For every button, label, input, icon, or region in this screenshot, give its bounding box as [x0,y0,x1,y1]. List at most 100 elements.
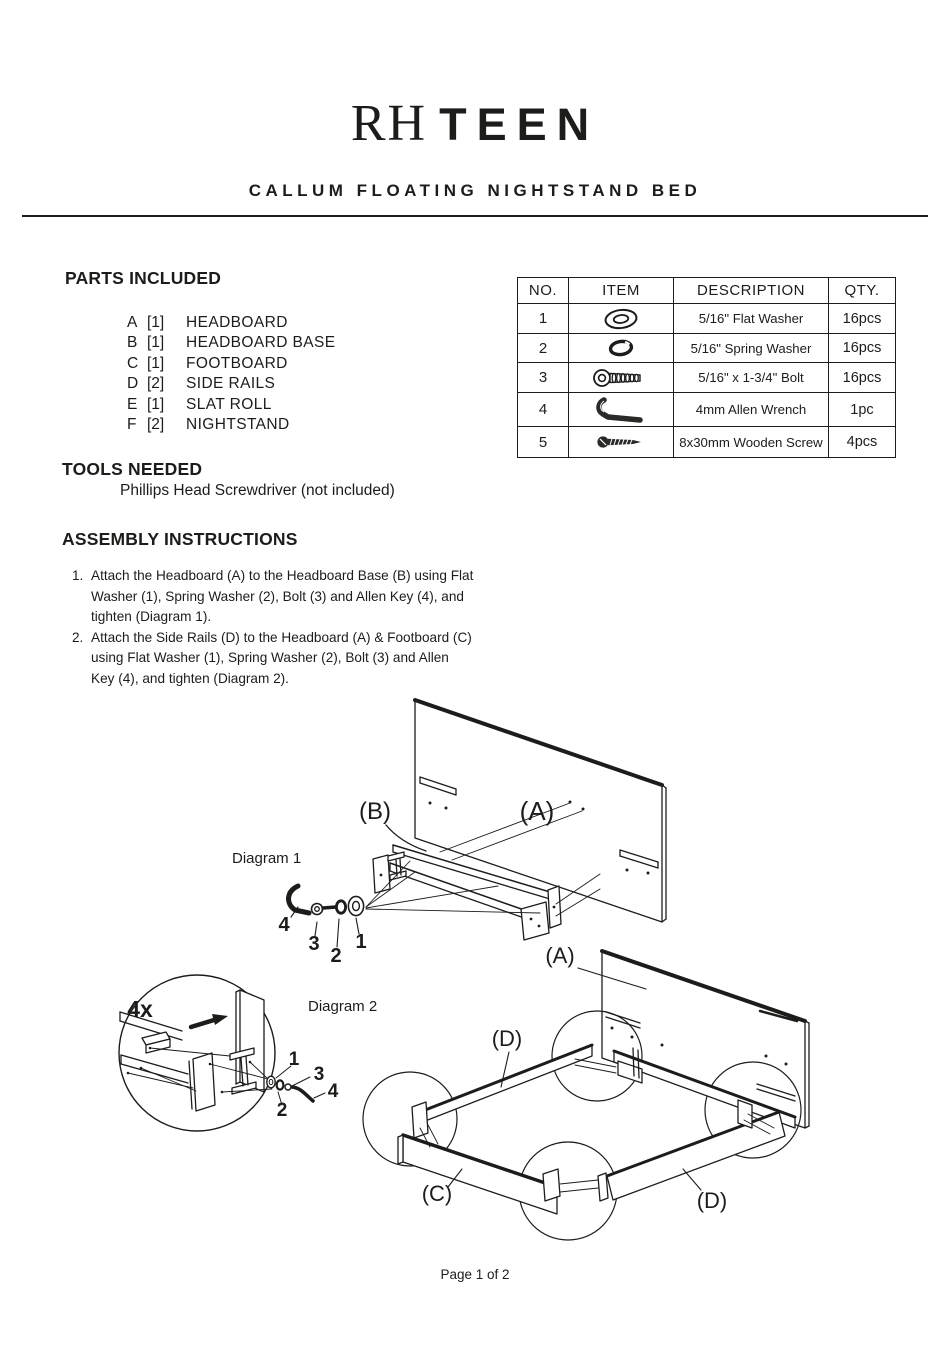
col-header-no: NO. [517,277,569,304]
allen-wrench-icon [596,396,643,423]
col-header-description: DESCRIPTION [673,277,829,304]
spring-washer-icon [275,1079,285,1091]
allen-wrench-icon [290,1085,315,1103]
bolt-icon [593,368,641,387]
diagram-2: (A) (D) (C) (D) 4x Diagram 2 1 3 4 2 [118,943,810,1241]
parts-list-item: D [2] SIDE RAILS [127,374,335,394]
flat-washer-icon [604,308,638,329]
hardware-item-cell [568,333,674,363]
hardware-callout-group [286,860,541,948]
parts-list-item: A [1] HEADBOARD [127,313,335,333]
parts-list-item: C [1] FOOTBOARD [127,354,335,374]
diagram-1-title: Diagram 1 [232,850,301,867]
parts-list: A [1] HEADBOARD B [1] HEADBOARD BASE C [… [127,313,335,435]
wooden-screw-icon [597,436,641,448]
hardware-no: 2 [517,333,569,363]
flat-washer-icon [266,1075,276,1089]
part-name: FOOTBOARD [186,354,288,372]
header-divider [22,215,928,217]
slide-arrow-icon [188,1014,228,1030]
spring-washer-icon [608,339,634,357]
part-letter: C [127,354,139,372]
allen-wrench-icon [286,883,312,916]
assembly-diagrams: (B) (A) Diagram 1 4 3 2 1 [118,698,810,1241]
hardware-no: 5 [517,426,569,458]
step-text: Attach the Side Rails (D) to the Headboa… [91,629,472,686]
part-letter: A [127,314,138,331]
part-name: HEADBOARD [186,314,288,331]
callout-3: 3 [314,1064,325,1085]
table-row: 2 5/16" Spring Washer 16pcs [517,333,896,363]
hardware-description: 5/16" Flat Washer [673,303,829,334]
hardware-item-cell [568,392,674,427]
callout-2: 2 [330,945,341,967]
label-leaders [447,967,702,1191]
label-side-rail-left: (D) [492,1026,523,1051]
product-title: CALLUM FLOATING NIGHTSTAND BED [248,181,702,200]
hardware-no: 1 [517,303,569,334]
step-number: 1. [72,568,84,583]
spring-washer-icon [334,899,347,915]
part-qty: [1] [147,395,165,413]
hardware-qty: 16pcs [828,362,896,393]
table-row: 1 5/16" Flat Washer 16pcs [517,303,896,334]
headboard-panel [600,949,810,1129]
bolt-icon [284,1083,292,1091]
label-headboard: (A) [545,943,574,968]
label-headboard-base: (B) [359,798,391,825]
part-qty: [2] [147,415,165,433]
part-letter: E [127,395,138,413]
part-qty: [2] [147,375,165,393]
part-name: NIGHTSTAND [186,415,290,433]
multiplier-label: 4x [127,996,153,1022]
side-rail-right [605,1110,786,1201]
hardware-description: 5/16" Spring Washer [673,333,829,363]
assembly-instructions-heading: ASSEMBLY INSTRUCTIONS [62,529,298,549]
hardware-qty: 16pcs [828,303,896,334]
part-qty: [1] [147,334,165,352]
part-letter: D [127,375,139,393]
assembly-step: 1. Attach the Headboard (A) to the Headb… [72,566,476,628]
tools-needed-body: Phillips Head Screwdriver (not included) [120,482,395,499]
bolt-icon [310,902,338,916]
headboard-panel [413,698,667,923]
hardware-item-cell [568,362,674,393]
part-letter: B [127,334,138,352]
col-header-item: ITEM [568,277,674,304]
part-qty: [1] [147,354,165,372]
label-footboard: (C) [422,1181,453,1206]
hardware-description: 5/16" x 1-3/4" Bolt [673,362,829,393]
callout-3: 3 [308,933,319,955]
corner-bracket-details [411,1047,775,1202]
label-side-rail-right: (D) [697,1188,728,1213]
assembly-steps: 1. Attach the Headboard (A) to the Headb… [72,566,476,690]
callout-4: 4 [278,914,290,936]
hardware-item-cell [568,303,674,334]
hardware-no: 3 [517,362,569,393]
parts-list-item: E [1] SLAT ROLL [127,395,335,415]
table-row: 5 8x30mm Wooden Screw 4pcs [517,426,896,458]
hardware-table-header-row: NO. ITEM DESCRIPTION QTY. [517,277,896,304]
brand-serif-text: RH [350,95,428,152]
hardware-description: 8x30mm Wooden Screw [673,426,829,458]
diagram-2-title: Diagram 2 [308,998,377,1015]
hardware-description: 4mm Allen Wrench [673,392,829,427]
label-headboard: (A) [520,796,555,826]
hardware-item-cell [568,426,674,458]
side-rail-left [418,1043,594,1124]
bracket-detail-inset [118,974,326,1132]
hardware-qty: 16pcs [828,333,896,363]
diagram-1: (B) (A) Diagram 1 4 3 2 1 [232,698,667,967]
col-header-qty: QTY. [828,277,896,304]
hardware-qty: 1pc [828,392,896,427]
step-text: Attach the Headboard (A) to the Headboar… [91,568,474,625]
parts-list-item: F [2] NIGHTSTAND [127,415,335,435]
step-number: 2. [72,629,84,645]
table-row: 3 5/16" x 1-3/4" Bolt [517,362,896,393]
hardware-no: 4 [517,392,569,427]
callout-1: 1 [355,931,366,953]
table-row: 4 4mm Allen Wrench 1pc [517,392,896,427]
inset-hardware-icons [266,1075,315,1103]
